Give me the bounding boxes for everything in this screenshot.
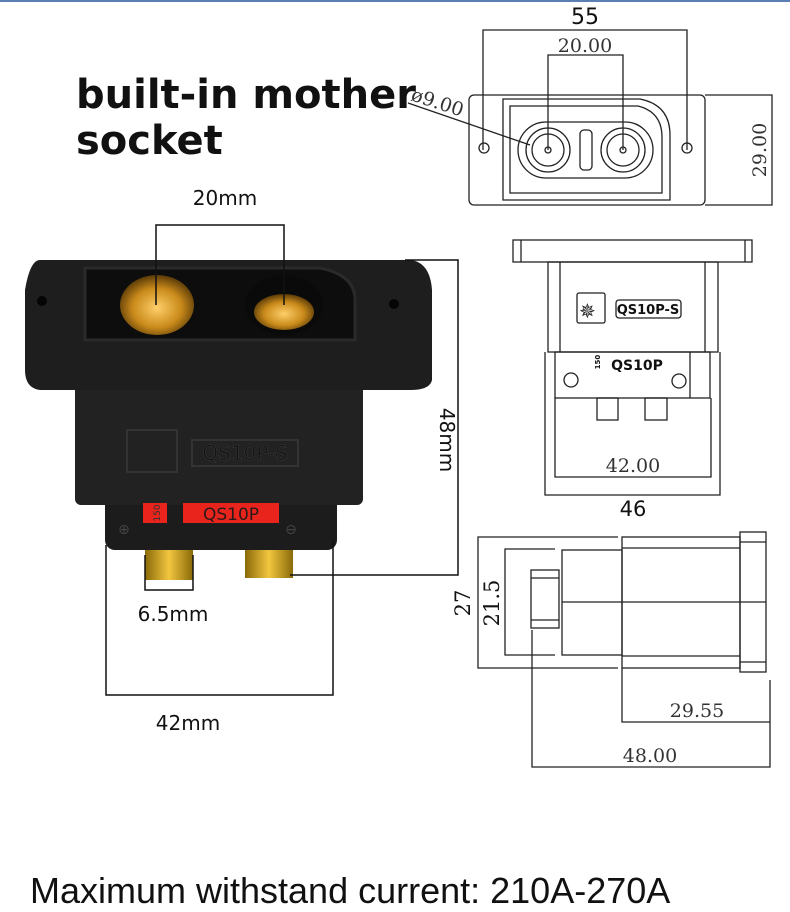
- connector-photo: QS10P-S 150 QS10P ⊕ ⊖: [25, 260, 432, 580]
- top-border-line: [0, 0, 790, 2]
- photo-model-emboss: QS10P-S: [202, 441, 287, 465]
- red-label-model: [183, 503, 279, 523]
- spark-logo-icon: ✵: [579, 299, 596, 323]
- model-emboss-box: [191, 439, 299, 467]
- side-view-drawing: [477, 531, 771, 768]
- dim-label-48-00: 48.00: [623, 745, 677, 767]
- red-label-small: [143, 503, 167, 523]
- dim-label-21-5: 21.5: [480, 580, 504, 627]
- photo-model-label: QS10P: [203, 505, 259, 525]
- drawing-model-label: QS10P: [611, 358, 663, 374]
- dim-label-20mm: 20mm: [193, 186, 257, 210]
- photo-small-label: 150: [153, 504, 163, 521]
- dim-label-48mm: 48mm: [435, 408, 459, 472]
- title-line-2: socket: [76, 118, 223, 164]
- dim-label-6-5mm: 6.5mm: [138, 602, 209, 626]
- plus-mark: ⊕: [118, 522, 130, 538]
- drawing-small-label: 150: [594, 355, 602, 370]
- title-line-1: built-in mother: [76, 72, 416, 118]
- mount-hole-left: [37, 296, 47, 306]
- page-title: built-in mother socket: [76, 72, 416, 164]
- front-view-drawing: [407, 29, 773, 206]
- dim-label-46: 46: [620, 497, 647, 521]
- photo-dimension-lines: [105, 224, 459, 696]
- socket-left: [120, 275, 194, 335]
- dim-label-29-55: 29.55: [670, 700, 724, 722]
- drawing-model-label-s: QS10P-S: [617, 303, 680, 318]
- dim-label-42mm: 42mm: [156, 711, 220, 735]
- dim-label-42-00: 42.00: [606, 455, 660, 477]
- minus-mark: ⊖: [285, 522, 297, 538]
- dim-label-diameter: ø9.00: [408, 84, 466, 122]
- connector-body: [75, 380, 363, 505]
- dim-label-27: 27: [451, 590, 475, 617]
- dim-label-29-00: 29.00: [749, 123, 771, 177]
- mount-hole-right: [389, 299, 399, 309]
- socket-right: [254, 294, 314, 330]
- top-view-drawing: [512, 239, 753, 496]
- dim-label-20-00: 20.00: [558, 35, 612, 57]
- dim-label-55: 55: [571, 5, 599, 30]
- spark-logo-emboss: [126, 429, 178, 473]
- max-current-caption: Maximum withstand current: 210A-270A: [30, 870, 671, 911]
- diagram-canvas: QS10P-S 150 QS10P ⊕ ⊖ 20mm 48mm 6.5mm 42…: [25, 5, 773, 768]
